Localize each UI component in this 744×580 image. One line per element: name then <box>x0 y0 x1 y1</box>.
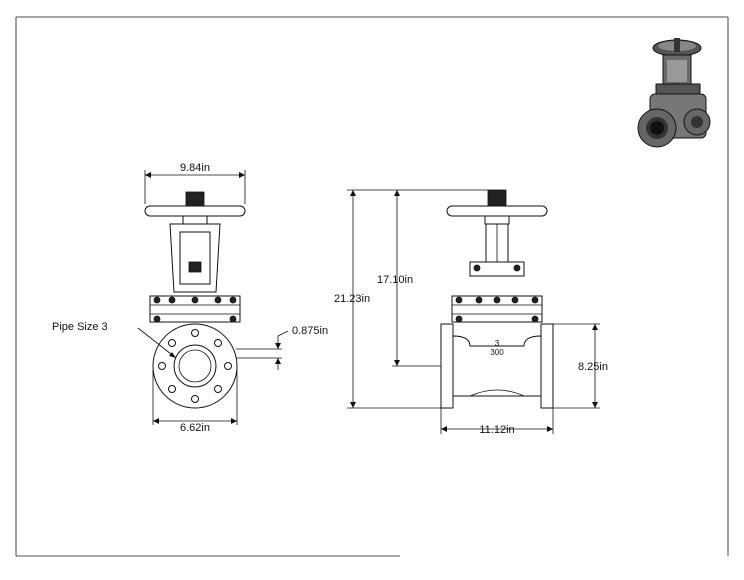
body-height-label: 8.25in <box>578 361 608 373</box>
dim-pipe-size-leader <box>137 327 177 359</box>
dim-overall-height <box>347 189 488 409</box>
overall-height-label: 21.23in <box>334 293 370 305</box>
front-view <box>144 191 246 409</box>
dim-handwheel-width <box>144 170 246 204</box>
flange-diameter-label: 6.62in <box>180 422 210 434</box>
stem-height-label: 17.10in <box>377 274 413 286</box>
dim-flange-offset <box>236 330 289 370</box>
body-size-marking: 3 <box>495 339 500 348</box>
gate-valve-3d-icon <box>637 38 711 148</box>
dim-flange-diameter <box>152 370 238 425</box>
side-view <box>440 189 554 409</box>
dim-face-to-face <box>440 408 554 434</box>
flange-offset-label: 0.875in <box>292 325 328 337</box>
dim-stem-height <box>392 190 441 367</box>
handwheel-width-label: 9.84in <box>180 162 210 174</box>
dim-body-height <box>553 323 600 409</box>
pipe-size-label: Pipe Size 3 <box>52 321 108 333</box>
drawing-frame <box>15 16 729 557</box>
face-to-face-label: 11.12in <box>479 424 514 436</box>
body-class-marking: 300 <box>490 348 504 357</box>
